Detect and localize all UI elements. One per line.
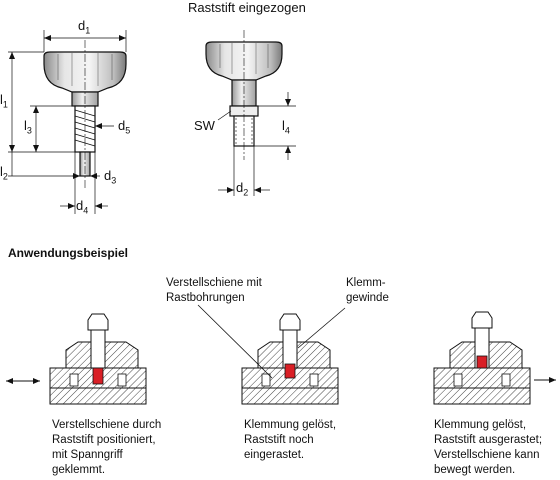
dim-l1: l1 <box>0 92 8 110</box>
application-heading: Anwendungsbeispiel <box>8 246 129 260</box>
dim-l4: l4 <box>282 118 290 136</box>
dim-d1: d1 <box>78 18 91 36</box>
dim-d5: d5 <box>118 118 131 136</box>
red-pin-1 <box>92 367 104 385</box>
caption-scene-1: Verstellschiene durch Raststift position… <box>52 419 162 476</box>
callout-rail: Verstellschiene mit Rastbohrungen <box>166 277 262 304</box>
caption-scene-2: Klemmung gelöst, Raststift noch eingeras… <box>244 419 337 461</box>
callout-thread: Klemm- gewinde <box>346 277 389 304</box>
application-scene-3 <box>433 311 556 405</box>
application-scene-1 <box>6 313 147 405</box>
plunger-drawing-retracted <box>205 30 296 196</box>
red-pin-3 <box>476 355 488 369</box>
dim-d4: d4 <box>76 198 89 216</box>
retracted-title: Raststift eingezogen <box>188 0 306 15</box>
dim-l3: l3 <box>24 118 32 136</box>
caption-scene-3: Klemmung gelöst, Raststift ausgerastet; … <box>434 419 543 476</box>
plunger-drawing-extended <box>8 30 127 214</box>
dim-d3: d3 <box>104 168 117 186</box>
rail-3 <box>433 367 531 389</box>
application-scene-2 <box>197 304 346 405</box>
dim-d2: d2 <box>236 180 249 198</box>
red-pin-2 <box>284 363 296 379</box>
dim-sw: SW <box>194 118 215 133</box>
dim-l2: l2 <box>0 164 8 182</box>
